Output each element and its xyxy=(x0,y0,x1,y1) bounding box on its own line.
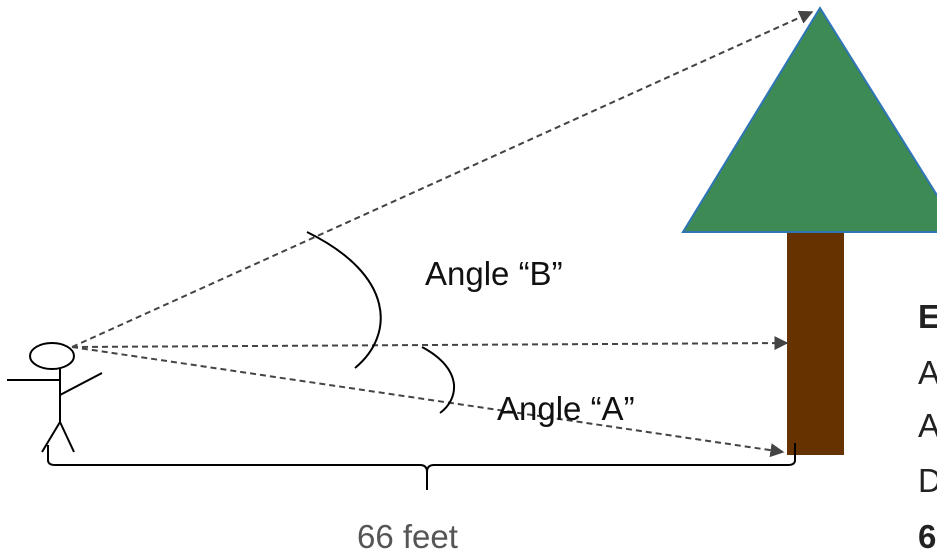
angle-b-arc xyxy=(306,231,382,369)
person-head xyxy=(29,342,75,370)
tree xyxy=(681,6,937,455)
side-text-line-2: A xyxy=(918,354,937,391)
tree-canopy xyxy=(681,6,937,233)
side-text-line-1: E xyxy=(918,298,937,335)
angle-a-label: Angle “A” xyxy=(497,390,635,427)
angle-b-label: Angle “B” xyxy=(425,255,563,292)
person-leg-right xyxy=(59,421,75,453)
side-text-line-4: D xyxy=(918,462,937,499)
side-text-line-3: A xyxy=(918,407,937,444)
person-arm-right xyxy=(59,372,103,396)
distance-label: 66 feet xyxy=(357,518,458,553)
sight-lines xyxy=(71,10,814,458)
tree-trunk xyxy=(787,230,844,455)
sight-line-level xyxy=(71,336,789,351)
person-leg-left xyxy=(41,421,61,453)
distance-brace xyxy=(47,443,796,490)
sight-line-top xyxy=(71,10,814,348)
person-figure xyxy=(7,342,103,453)
sight-line-base xyxy=(71,346,785,458)
angle-a-arc xyxy=(421,346,456,414)
side-text-line-5: 6 xyxy=(918,518,936,553)
side-text: E A A D 6 xyxy=(918,298,937,553)
